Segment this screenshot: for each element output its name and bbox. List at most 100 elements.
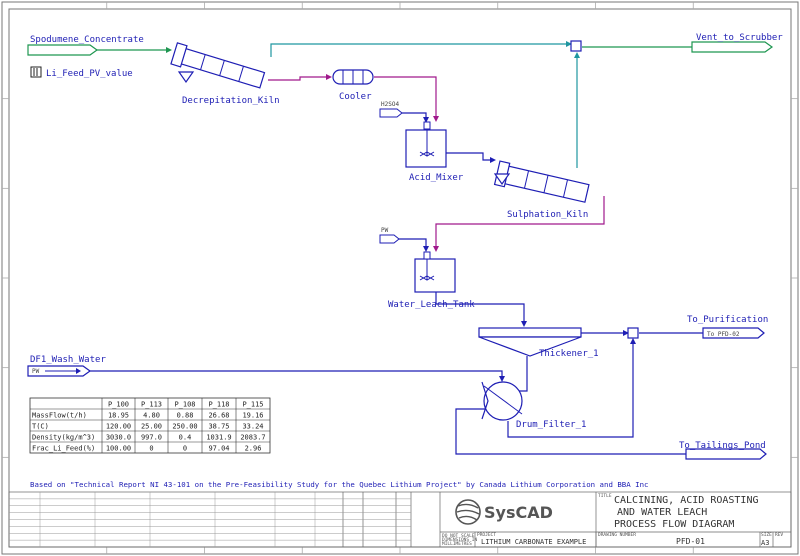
inner-frame (8, 8, 792, 548)
label-to-purification: To_Purification (687, 315, 768, 325)
stream-table-cell: 0 (149, 445, 153, 453)
label-df1-wash-water: DF1_Wash_Water (30, 355, 106, 365)
stream-table-cell: 2083.7 (240, 434, 265, 442)
revision-grid (9, 492, 411, 547)
stream-table-cell: MassFlow(t/h) (32, 412, 87, 420)
stream-arrow (623, 330, 629, 336)
tag-vent-to-scrubber (691, 41, 774, 53)
stream-table-header: P_118 (208, 401, 229, 409)
title-line-3: PROCESS FLOW DIAGRAM (614, 519, 734, 530)
label-li-feed-pv: Li_Feed_PV_value (46, 69, 133, 79)
stream-arrow (521, 321, 527, 327)
stream-table-cell: T(C) (32, 423, 49, 431)
water-leach-tank-icon (414, 251, 456, 293)
size-value: A3 (761, 539, 769, 547)
stream-arrow (433, 116, 439, 122)
drawing-number: PFD-01 (676, 537, 705, 546)
rev-label: REV (775, 532, 783, 538)
sulphation-kiln-icon (493, 160, 590, 203)
stream-arrow (166, 47, 172, 53)
stream-arrow (423, 246, 429, 252)
pv-checkbox-icon (30, 66, 42, 78)
stream-cooler-to-mixer (374, 76, 437, 120)
tag-to-pfd02 (702, 327, 765, 339)
stream-table-header: P_113 (141, 401, 162, 409)
stream-table-cell: 97.04 (208, 445, 229, 453)
label-thickener: Thickener_1 (539, 349, 599, 359)
stream-table-header: P_108 (174, 401, 195, 409)
stream-table-cell: 26.68 (208, 412, 229, 420)
feed-tag-pw (379, 234, 400, 244)
stream-arrow (326, 74, 332, 80)
stream-arrow (499, 376, 505, 382)
stream-filtrate (507, 340, 634, 438)
stream-arrow (423, 117, 429, 123)
stream-wash-water (88, 370, 503, 380)
syscad-logo-text: SysCAD (484, 503, 553, 522)
label-cooler: Cooler (339, 92, 372, 102)
acid-mixer-icon (405, 121, 447, 168)
drum-filter-icon (481, 381, 523, 421)
stream-arrow (566, 41, 572, 47)
reference-note: Based on "Technical Report NI 43-101 on … (30, 480, 649, 489)
project-label: PROJECT (477, 532, 496, 538)
stream-table-cell: 4.80 (143, 412, 160, 420)
stream-to-tailings (455, 408, 686, 455)
syscad-logo-icon (455, 499, 481, 525)
stream-table-cell: 3030.0 (106, 434, 131, 442)
stream-table-cell: 0 (183, 445, 187, 453)
decrep-kiln-hopper (177, 71, 195, 84)
stream-decrep-vent (270, 43, 570, 57)
stream-table-cell: 38.75 (208, 423, 229, 431)
drawing-label: DRAWING NUMBER (598, 532, 636, 538)
stream-table-cell: 33.24 (242, 423, 263, 431)
do-not-scale: DO NOT SCALE (442, 533, 475, 539)
stream-table-cell: 120.00 (106, 423, 131, 431)
purification-mixer-box (627, 327, 639, 339)
stream-arrow (433, 246, 439, 252)
label-vent-to-scrubber: Vent_to_Scrubber (696, 33, 783, 43)
label-drum-filter: Drum_Filter_1 (516, 420, 586, 430)
millimetres: MILLIMETRES (442, 541, 472, 547)
stream-h2so4 (402, 112, 427, 120)
label-sulphation-kiln: Sulphation_Kiln (507, 210, 588, 220)
cooler-icon (332, 69, 374, 85)
label-spodumene: Spodumene_Concentrate (30, 35, 144, 45)
stream-table-cell: 18.95 (108, 412, 129, 420)
sulph-kiln-hopper (493, 173, 511, 186)
label-water-leach-tank: Water_Leach_Tank (388, 300, 475, 310)
wash-tag-arrow (76, 368, 81, 374)
stream-table-header: P_100 (108, 401, 129, 409)
label-acid-mixer: Acid_Mixer (409, 173, 464, 183)
vent-mixer-box (570, 40, 582, 52)
label-to-tailings: To_Tailings_Pond (679, 441, 766, 451)
feed-tag-h2so4 (379, 108, 403, 118)
label-pw-wash: PW (32, 368, 40, 375)
tag-to-tailings (685, 448, 767, 460)
stream-table-cell: 19.16 (242, 412, 263, 420)
stream-kiln-to-leach (435, 196, 605, 250)
stream-table-cell: Frac_Li_Feed(%) (32, 445, 95, 453)
stream-leach-to-thickener (435, 292, 525, 325)
stream-arrow (574, 52, 580, 58)
stream-table-frame (29, 397, 271, 454)
label-pw: PW (381, 227, 389, 234)
stream-arrow (630, 338, 636, 344)
stream-table-cell: 2.96 (245, 445, 262, 453)
title-line-2: AND WATER LEACH (617, 507, 707, 518)
stream-table-cell: 0.88 (177, 412, 194, 420)
stream-thickener-underflow (515, 356, 528, 392)
label-h2so4: H2SO4 (381, 101, 399, 108)
stream-table-header: P_115 (242, 401, 263, 409)
stream-table-cell: 25.00 (141, 423, 162, 431)
title-line-1: CALCINING, ACID ROASTING (614, 495, 759, 506)
stream-arrow (490, 157, 496, 163)
stream-table-cell: 997.0 (141, 434, 162, 442)
stream-table-cell: 1031.9 (206, 434, 231, 442)
dimensions-in: DIMENSIONS IN (442, 537, 478, 543)
feed-tag-spodumene (27, 44, 99, 56)
